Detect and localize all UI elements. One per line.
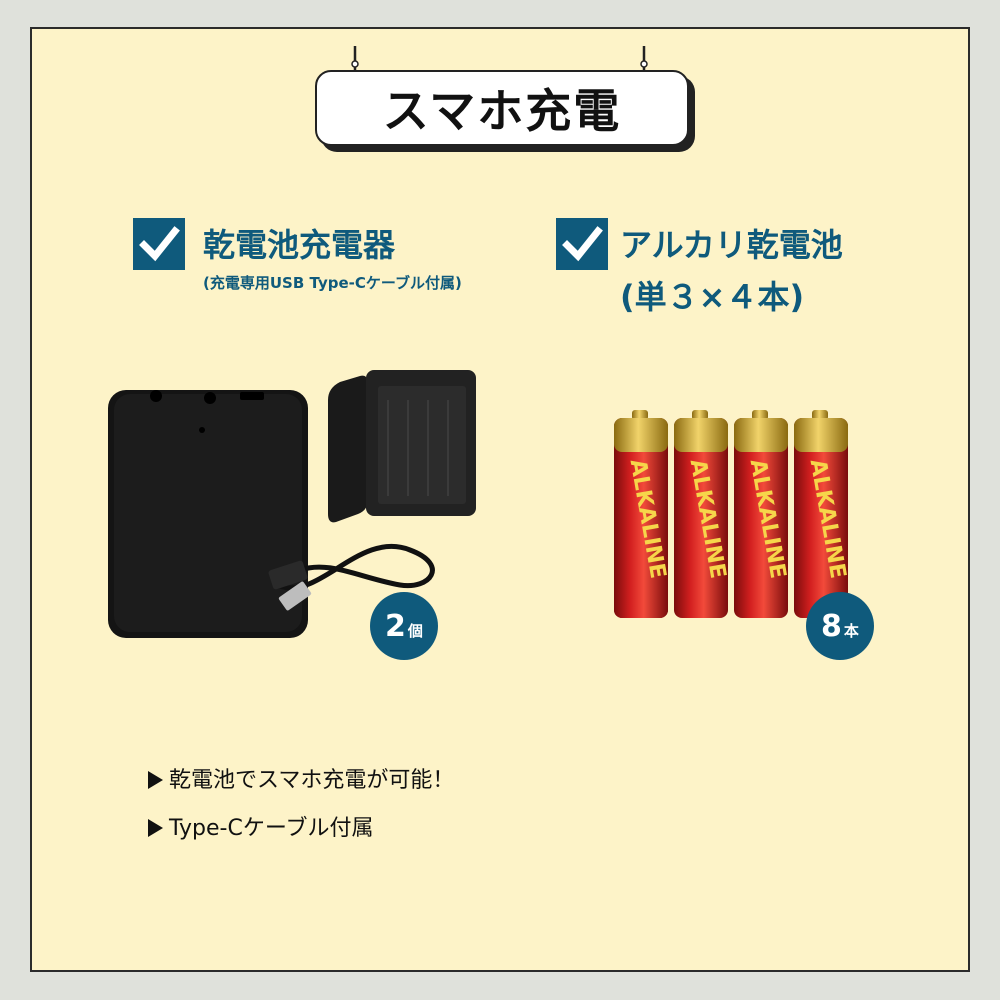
title-sign: スマホ充電	[315, 70, 689, 146]
checkmark-icon	[133, 218, 185, 270]
item-title-charger: 乾電池充電器	[203, 226, 396, 264]
triangle-bullet-icon	[148, 819, 163, 837]
feature-text: Type-Cケーブル付属	[169, 816, 374, 841]
page-title: スマホ充電	[382, 84, 622, 138]
count-unit: 個	[407, 621, 423, 640]
feature-item: 乾電池でスマホ充電が可能！	[148, 762, 454, 794]
count-number: 8	[821, 608, 842, 644]
feature-item: Type-Cケーブル付属	[148, 810, 374, 842]
count-number: 2	[385, 608, 406, 644]
item-subtitle-batteries: (単３×４本)	[620, 278, 805, 316]
charger-product-image	[108, 370, 476, 638]
count-unit: 本	[843, 621, 859, 640]
item-subtitle-charger: (充電専用USB Type-Cケーブル付属)	[203, 274, 462, 292]
item-title-batteries: アルカリ乾電池	[620, 226, 843, 264]
count-badge-charger: 2 個	[370, 592, 438, 660]
feature-text: 乾電池でスマホ充電が可能！	[169, 768, 455, 793]
triangle-bullet-icon	[148, 771, 163, 789]
checkmark-icon	[556, 218, 608, 270]
count-badge-batteries: 8 本	[806, 592, 874, 660]
batteries-product-image: ALKALINE ALKALINE ALKALINE ALKALINE	[614, 410, 850, 618]
